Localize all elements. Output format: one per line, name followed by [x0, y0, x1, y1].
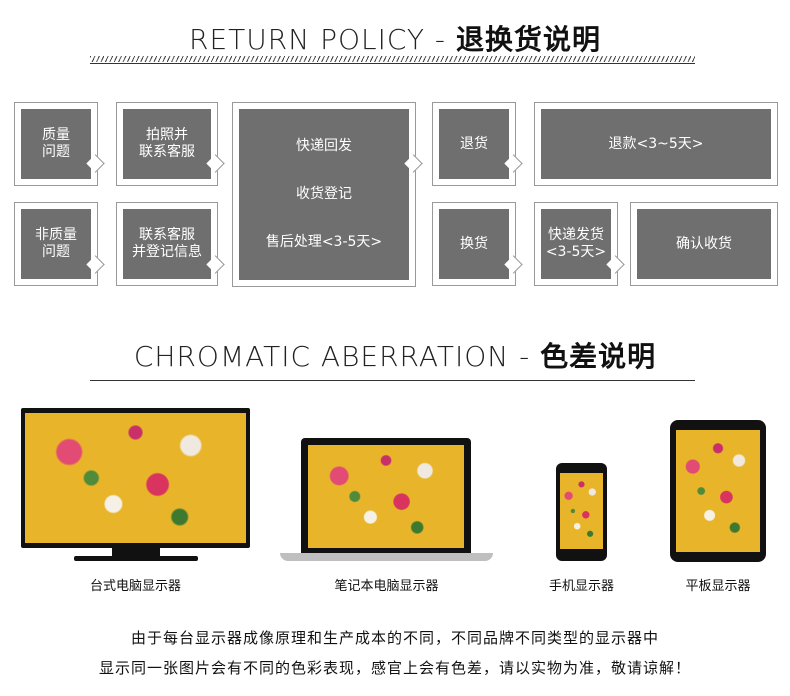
title-separator: - — [425, 23, 456, 56]
photo-contact-box: 拍照并 联系客服 — [116, 102, 218, 186]
quality-issue-label: 质量 问题 — [21, 109, 91, 179]
chromatic-title-en: CHROMATIC ABERRATION — [133, 340, 510, 373]
aftersale-process-label: 售后处理<3-5天> — [265, 233, 383, 250]
return-box: 退货 — [432, 102, 516, 186]
desktop-label: 台式电脑显示器 — [89, 579, 181, 594]
express-return-label: 快递回发 — [296, 138, 352, 155]
return-label: 退货 — [439, 109, 509, 179]
phone-body — [556, 463, 607, 561]
dress-image — [308, 445, 464, 548]
contact-register-box: 联系客服 并登记信息 — [116, 202, 218, 286]
laptop-label: 笔记本电脑显示器 — [334, 579, 439, 594]
laptop-base — [280, 553, 493, 561]
center-process-inner: 快递回发 收货登记 售后处理<3-5天> — [239, 109, 409, 280]
desktop-stand — [112, 548, 160, 556]
chromatic-title: CHROMATIC ABERRATION - 色差说明 — [0, 335, 790, 375]
laptop-screen — [301, 438, 471, 553]
exchange-box: 换货 — [432, 202, 516, 286]
desktop-monitor — [21, 408, 250, 548]
confirm-receipt-box: 确认收货 — [630, 202, 778, 286]
refund-label: 退款<3~5天> — [541, 109, 771, 179]
tablet-label: 平板显示器 — [685, 579, 751, 594]
return-policy-title-cn: 退换货说明 — [455, 23, 601, 56]
phone-label: 手机显示器 — [548, 579, 614, 594]
tablet-body — [670, 420, 766, 562]
note-line-2: 显示同一张图片会有不同的色彩表现，感官上会有色差，请以实物为准，敬请谅解！ — [98, 659, 691, 677]
title-rule — [90, 380, 695, 381]
return-policy-title-en: RETURN POLICY — [189, 23, 426, 56]
exchange-label: 换货 — [439, 209, 509, 279]
photo-contact-label: 拍照并 联系客服 — [123, 109, 211, 179]
chromatic-title-cn: 色差说明 — [540, 340, 657, 373]
dress-image — [25, 413, 246, 543]
receipt-register-label: 收货登记 — [296, 185, 352, 202]
title-separator: - — [509, 340, 541, 373]
confirm-receipt-label: 确认收货 — [637, 209, 771, 279]
dress-image — [676, 430, 760, 552]
non-quality-issue-box: 非质量 问题 — [14, 202, 98, 286]
center-process-box: 快递回发 收货登记 售后处理<3-5天> — [232, 102, 416, 287]
return-policy-title: RETURN POLICY - 退换货说明 — [0, 18, 790, 58]
refund-box: 退款<3~5天> — [534, 102, 778, 186]
title-hatch — [90, 56, 695, 62]
desktop-base — [74, 556, 198, 561]
title-rule — [90, 63, 695, 64]
note-line-1: 由于每台显示器成像原理和生产成本的不同，不同品牌不同类型的显示器中 — [130, 629, 659, 647]
non-quality-issue-label: 非质量 问题 — [21, 209, 91, 279]
express-ship-label: 快递发货 <3-5天> — [541, 209, 611, 279]
contact-register-label: 联系客服 并登记信息 — [123, 209, 211, 279]
quality-issue-box: 质量 问题 — [14, 102, 98, 186]
dress-image — [560, 473, 603, 549]
express-ship-box: 快递发货 <3-5天> — [534, 202, 618, 286]
